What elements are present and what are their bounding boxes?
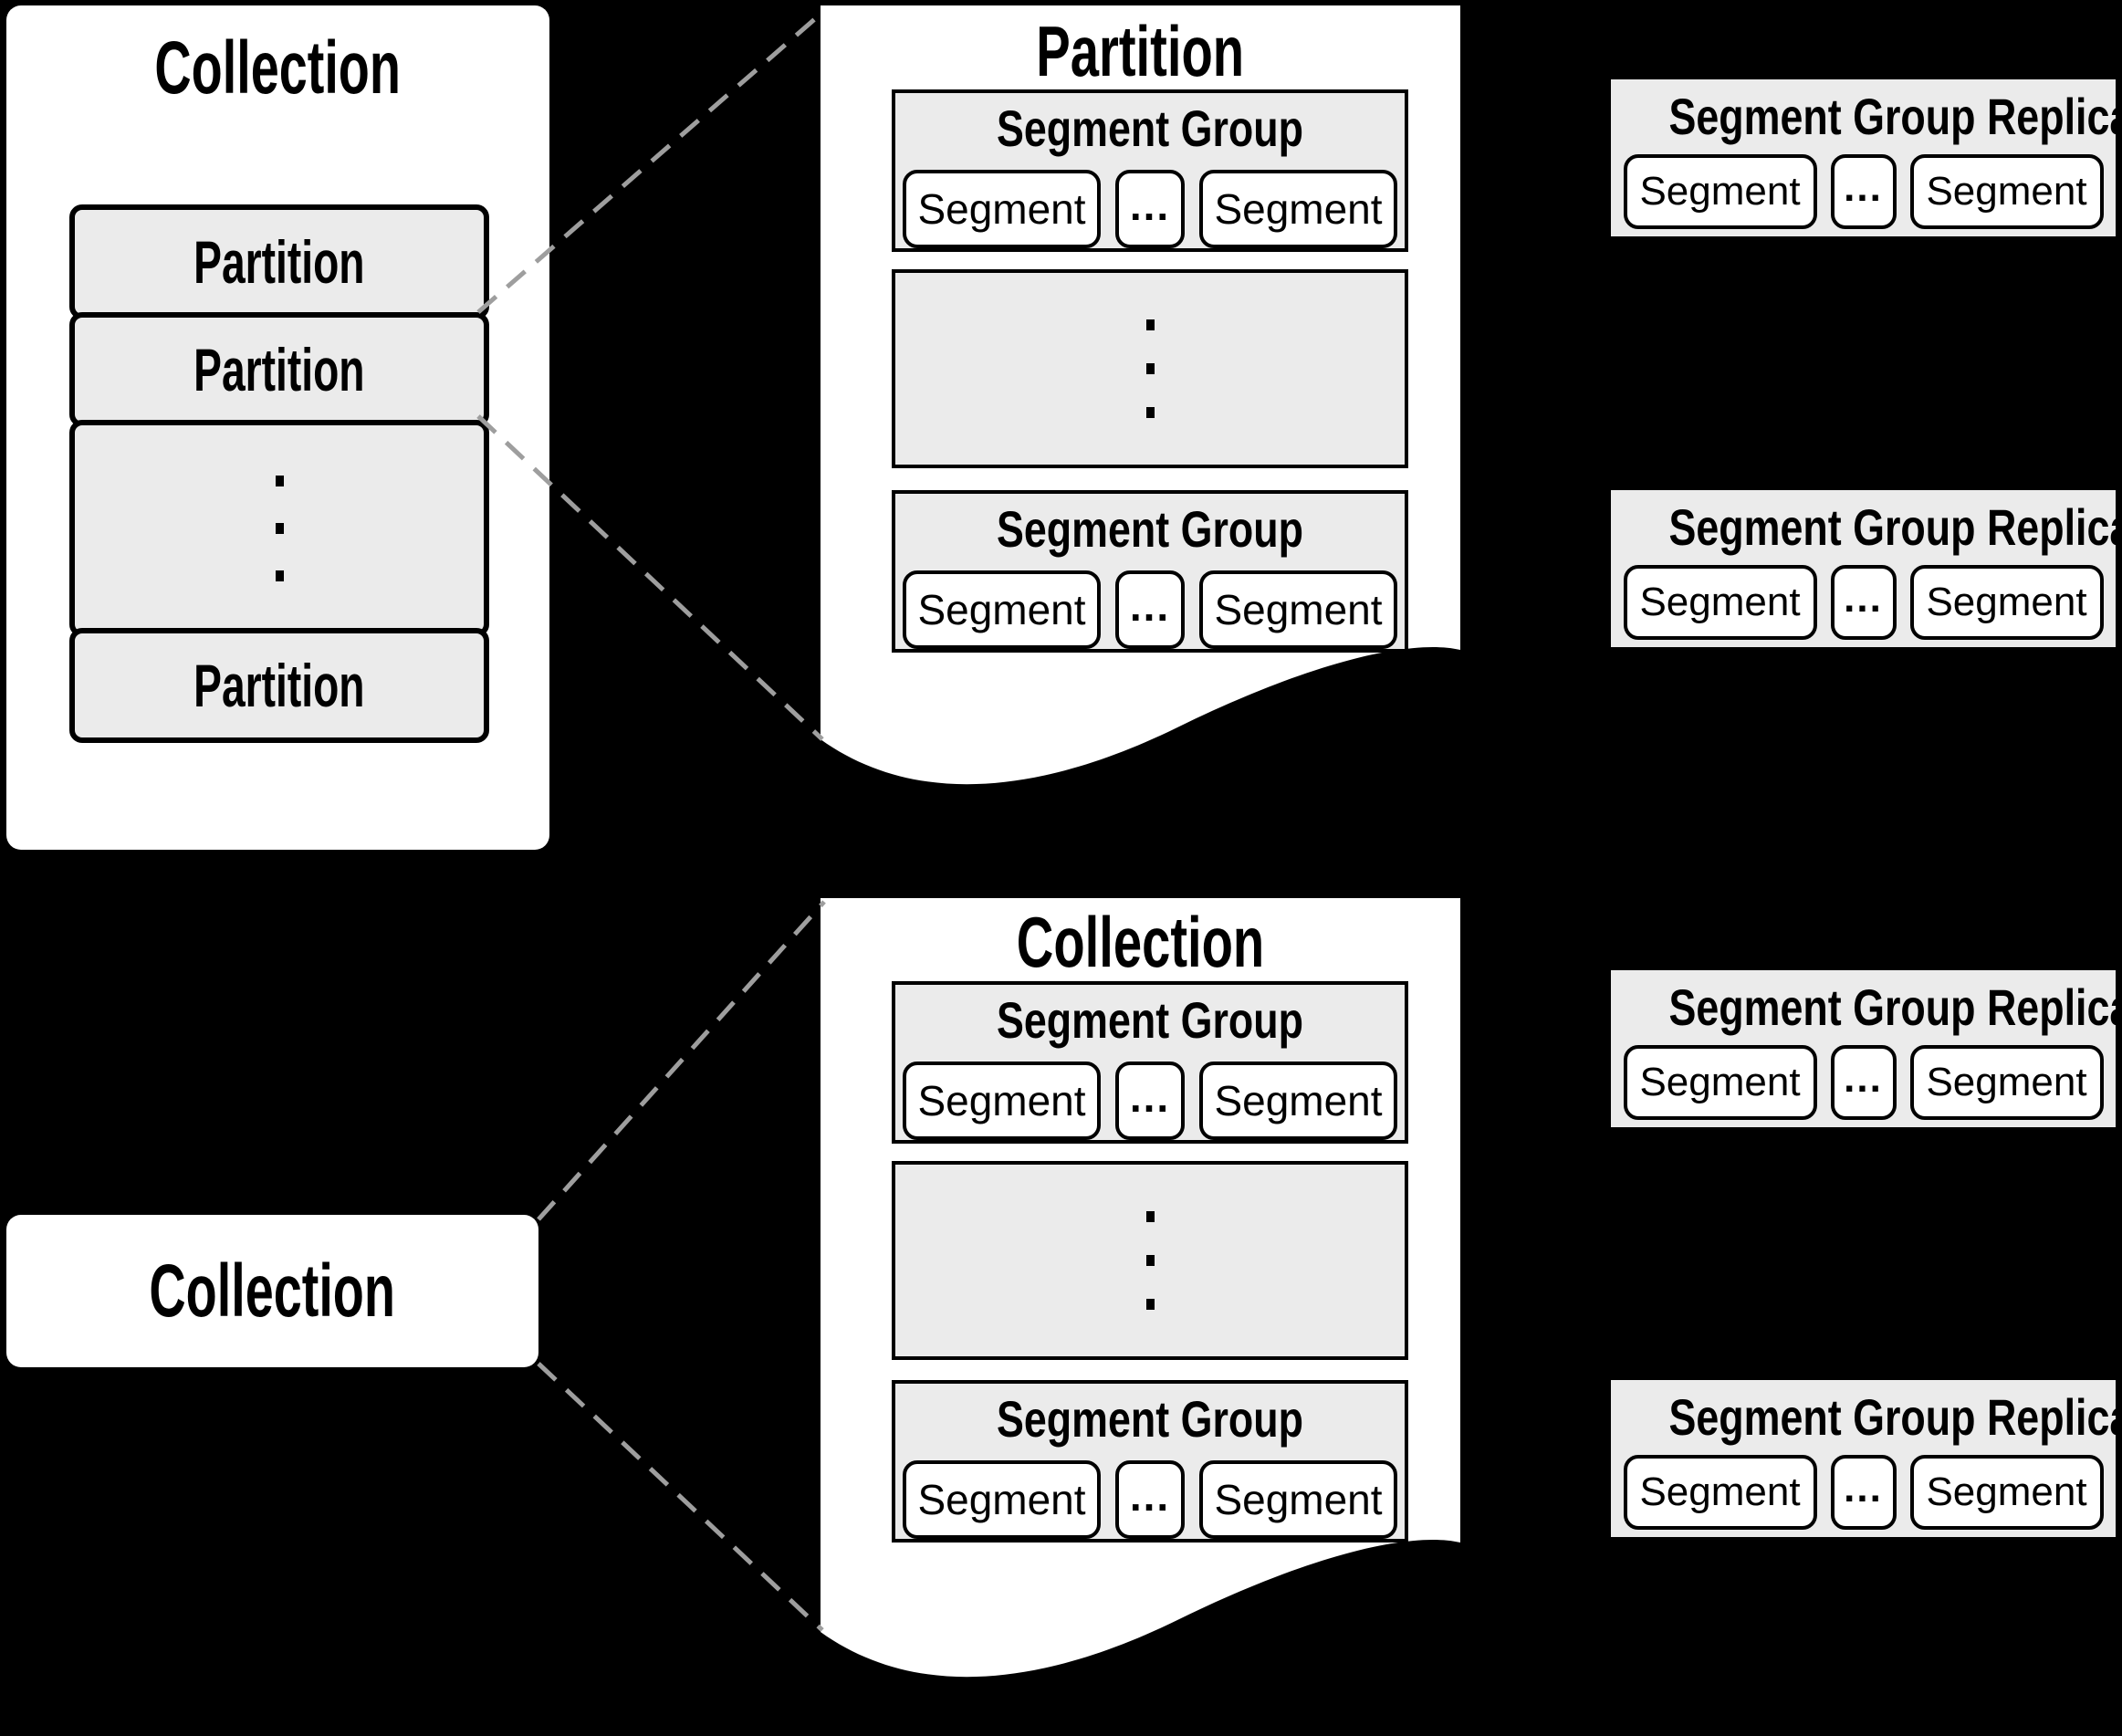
segment-box: Segment (1199, 1460, 1397, 1539)
segment-group-box: Segment Group Segment ... Segment (892, 1380, 1408, 1543)
segment-ellipsis-box: ... (1115, 570, 1185, 649)
segment-row: Segment ... Segment (895, 570, 1405, 649)
more-segment-groups-box (892, 269, 1408, 468)
segment-group-replica-box: Segment Group Replica Segment ... Segmen… (1611, 970, 2122, 1127)
segment-box: Segment (903, 170, 1101, 248)
segment-row: Segment ... Segment (1611, 1045, 2116, 1120)
segment-row: Segment ... Segment (895, 1061, 1405, 1140)
segment-group-title: Segment Group (996, 1390, 1304, 1448)
collection-overview-panel: Collection Partition Partition Partition (6, 5, 549, 850)
segment-group-replica-title: Segment Group Replica (1668, 978, 2122, 1036)
more-partitions-box (69, 420, 489, 637)
segment-group-box: Segment Group Segment ... Segment (892, 490, 1408, 653)
segment-box: Segment (903, 1460, 1101, 1539)
segment-box: Segment (1909, 565, 2104, 640)
partition-row-label: Partition (193, 336, 365, 403)
segment-group-title: Segment Group (996, 991, 1304, 1049)
segment-row: Segment ... Segment (1611, 154, 2116, 229)
segment-ellipsis-box: ... (1830, 154, 1897, 229)
segment-box: Segment (1909, 1045, 2104, 1120)
partition-row: Partition (69, 628, 489, 743)
segment-group-title: Segment Group (996, 99, 1304, 157)
more-segment-groups-box (892, 1161, 1408, 1360)
vertical-ellipsis-icon (1145, 1211, 1155, 1222)
collection-label-panel: Collection (6, 1215, 538, 1367)
segment-box: Segment (1199, 570, 1397, 649)
segment-ellipsis-box: ... (1830, 1455, 1897, 1530)
vertical-ellipsis-icon (1145, 1299, 1155, 1310)
vertical-ellipsis-icon (275, 476, 284, 486)
partition-row-label: Partition (193, 652, 365, 719)
segment-row: Segment ... Segment (895, 170, 1405, 248)
segment-group-box: Segment Group Segment ... Segment (892, 89, 1408, 252)
collection-overview-title: Collection (154, 26, 402, 110)
segment-group-box: Segment Group Segment ... Segment (892, 981, 1408, 1144)
vertical-ellipsis-icon (275, 523, 284, 534)
segment-box: Segment (1623, 1045, 1817, 1120)
segment-ellipsis-box: ... (1830, 565, 1897, 640)
segment-box: Segment (1623, 1455, 1817, 1530)
segment-row: Segment ... Segment (1611, 1455, 2116, 1530)
partition-row-label: Partition (193, 228, 365, 296)
segment-box: Segment (903, 1061, 1101, 1140)
segment-box: Segment (903, 570, 1101, 649)
segment-group-replica-box: Segment Group Replica Segment ... Segmen… (1611, 1380, 2122, 1537)
segment-box: Segment (1909, 1455, 2104, 1530)
segment-box: Segment (1909, 154, 2104, 229)
segment-box: Segment (1623, 154, 1817, 229)
segment-group-replica-box: Segment Group Replica Segment ... Segmen… (1611, 490, 2122, 647)
collection-label-title: Collection (149, 1249, 396, 1333)
partition-row: Partition (69, 312, 489, 427)
vertical-ellipsis-icon (1145, 1255, 1155, 1266)
segment-row: Segment ... Segment (895, 1460, 1405, 1539)
segment-box: Segment (1623, 565, 1817, 640)
vertical-ellipsis-icon (1145, 363, 1155, 374)
vertical-ellipsis-icon (1145, 407, 1155, 418)
segment-group-replica-title: Segment Group Replica (1668, 1388, 2122, 1446)
segment-row: Segment ... Segment (1611, 565, 2116, 640)
partition-document-title: Partition (1036, 11, 1245, 91)
vertical-ellipsis-icon (1145, 319, 1155, 330)
partition-row: Partition (69, 204, 489, 319)
segment-ellipsis-box: ... (1115, 1460, 1185, 1539)
segment-box: Segment (1199, 170, 1397, 248)
collection-document-title: Collection (1016, 902, 1265, 982)
segment-group-replica-title: Segment Group Replica (1668, 498, 2122, 556)
segment-group-replica-box: Segment Group Replica Segment ... Segmen… (1611, 79, 2122, 236)
segment-group-title: Segment Group (996, 500, 1304, 558)
vertical-ellipsis-icon (275, 570, 284, 581)
segment-ellipsis-box: ... (1115, 170, 1185, 248)
segment-group-replica-title: Segment Group Replica (1668, 88, 2122, 145)
segment-ellipsis-box: ... (1830, 1045, 1897, 1120)
segment-ellipsis-box: ... (1115, 1061, 1185, 1140)
segment-box: Segment (1199, 1061, 1397, 1140)
